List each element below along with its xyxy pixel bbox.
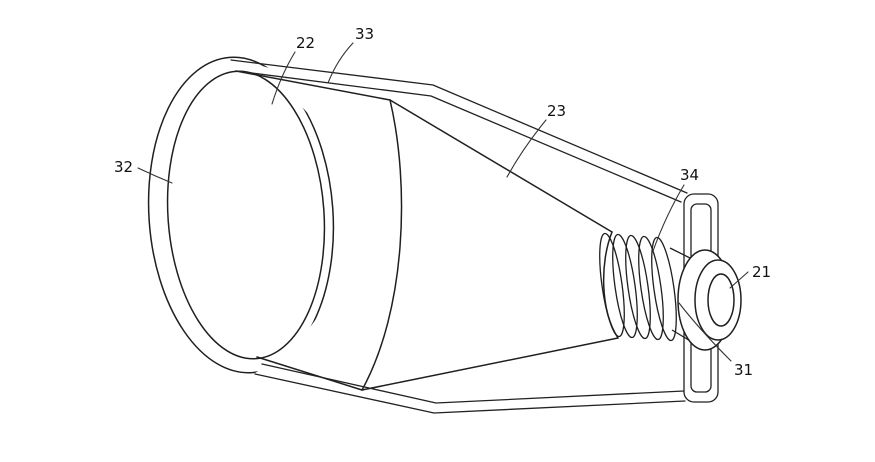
ref-label-33: 33 (355, 25, 374, 43)
ref-label-32: 32 (114, 158, 133, 176)
ref-label-31: 31 (734, 361, 753, 379)
cone-body (232, 58, 619, 391)
skirt-top-edge (235, 70, 391, 101)
housing-bottom-inner-line (261, 363, 685, 404)
housing-bottom-outer-line (254, 373, 686, 414)
cone-base-arc (361, 99, 403, 391)
leader-lines (137, 42, 749, 362)
threaded-neck (599, 232, 693, 343)
leader-31 (678, 302, 732, 362)
cone-top-edge (389, 99, 613, 233)
leader-21 (729, 271, 749, 289)
cap-inner-ellipse (707, 273, 735, 327)
ref-label-22: 22 (296, 34, 315, 52)
leader-32 (137, 167, 173, 184)
leader-34 (652, 184, 685, 252)
end-cap (677, 249, 742, 351)
thread-arc-5 (651, 236, 677, 342)
thread-arc-4 (638, 235, 664, 341)
leader-23 (506, 119, 547, 178)
housing-top-outer-line (230, 59, 688, 194)
leader-22 (271, 51, 296, 105)
neck-top-connector (669, 247, 693, 260)
thread-arc-3 (625, 234, 651, 340)
housing-outline (230, 59, 719, 414)
cone-body-fill (232, 58, 618, 390)
housing-top-inner-line (235, 70, 682, 203)
cone-bottom-edge (361, 337, 619, 391)
thread-arc-1 (599, 232, 625, 338)
skirt-bottom-edge (256, 356, 363, 391)
leader-33 (327, 42, 354, 84)
thread-arc-2 (612, 233, 638, 339)
ref-label-21: 21 (752, 263, 771, 281)
rim-outer-ellipse (147, 56, 335, 374)
ref-label-23: 23 (547, 102, 566, 120)
reference-numerals: 22 33 23 34 21 31 32 (114, 25, 771, 379)
ref-label-34: 34 (680, 166, 699, 184)
